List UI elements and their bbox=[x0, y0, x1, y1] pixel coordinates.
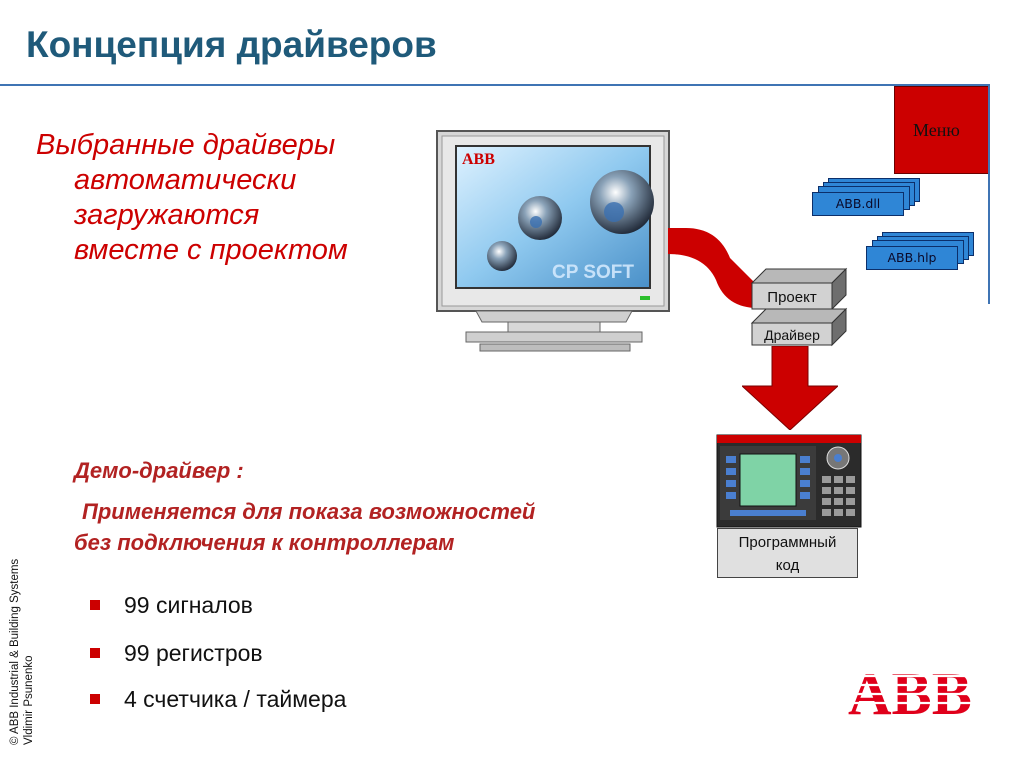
demo-line-1: Применяется для показа возможностей bbox=[82, 499, 536, 524]
intro-line-3: загружаются bbox=[74, 199, 260, 231]
intro-line-2: автоматически bbox=[74, 164, 297, 196]
dll-file-label: ABB.dll bbox=[812, 192, 904, 216]
abb-logo: ABB bbox=[848, 664, 974, 718]
menu-box: Меню bbox=[894, 86, 990, 174]
demo-heading: Демо-драйвер : bbox=[74, 458, 244, 483]
side-copyright: © ABB Industrial & Building Systems Vldi… bbox=[0, 500, 40, 745]
bullet-marker-icon bbox=[90, 599, 100, 610]
flow-band-icon bbox=[668, 228, 758, 308]
intro-line-1: Выбранные драйверы bbox=[36, 129, 336, 161]
hlp-file-label: ABB.hlp bbox=[866, 246, 958, 270]
program-code-box: Программный код bbox=[717, 528, 858, 578]
bullet-marker-icon bbox=[90, 693, 100, 704]
intro-line-4: вместе с проектом bbox=[74, 234, 348, 266]
menu-label: Меню bbox=[913, 120, 960, 140]
monitor-product-label: CP SOFT bbox=[552, 262, 634, 283]
bullet-marker-icon bbox=[90, 647, 100, 658]
project-driver-stack: Проект Драйвер bbox=[750, 267, 848, 347]
bullet-text: 99 регистров bbox=[124, 640, 263, 666]
intro-text: Выбранные драйверы автоматически загружа… bbox=[36, 128, 416, 268]
bullet-text: 4 счетчика / таймера bbox=[124, 686, 347, 712]
right-divider bbox=[988, 86, 990, 304]
monitor-logo: ABB bbox=[462, 151, 495, 168]
logo-text: ABB bbox=[848, 664, 972, 718]
demo-line-2: без подключения к контроллерам bbox=[74, 530, 455, 555]
plc-panel-icon bbox=[716, 434, 862, 528]
bullet-item: 99 сигналов bbox=[90, 592, 253, 619]
bullet-text: 99 сигналов bbox=[124, 592, 253, 618]
author-line: Vldimir Psunenko bbox=[23, 655, 35, 745]
document-stack-icon: ABB.hlp bbox=[866, 232, 976, 278]
page-title: Концепция драйверов bbox=[26, 24, 437, 65]
document-stack-icon: ABB.dll bbox=[812, 178, 922, 224]
project-label: Проект bbox=[767, 289, 817, 306]
bullet-item: 99 регистров bbox=[90, 640, 263, 667]
driver-label: Драйвер bbox=[764, 327, 820, 343]
code-box-line-2: код bbox=[775, 557, 800, 574]
code-box-line-1: Программный bbox=[738, 534, 837, 551]
copyright-line: © ABB Industrial & Building Systems bbox=[9, 558, 21, 745]
demo-description: Применяется для показа возможностей без … bbox=[74, 496, 674, 558]
bullet-item: 4 счетчика / таймера bbox=[90, 686, 346, 713]
down-arrow-icon bbox=[742, 346, 838, 430]
title-divider bbox=[0, 84, 990, 86]
crt-monitor-icon: ABB CP SOFT bbox=[436, 130, 670, 352]
